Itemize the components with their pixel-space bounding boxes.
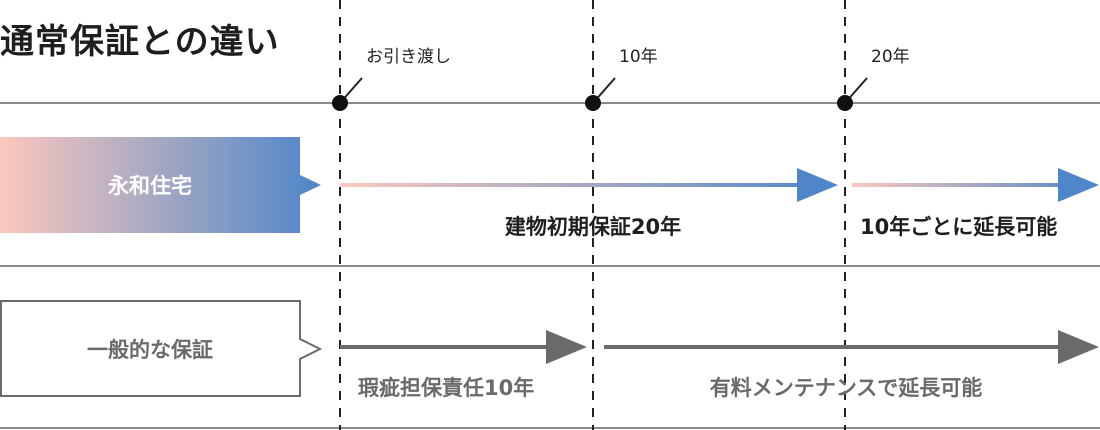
- eiwa-label-box: [0, 137, 321, 233]
- milestone-dot: [332, 95, 348, 111]
- general-label: 一般的な保証: [87, 338, 213, 362]
- page-title: 通常保証との違い: [0, 22, 280, 62]
- general-arrow-paid-head: [1058, 330, 1099, 364]
- milestone-20y: 20年: [837, 47, 910, 111]
- row-eiwa: 永和住宅 建物初期保証20年 10年ごとに延長可能: [0, 137, 1099, 239]
- eiwa-arrow-initial-head: [797, 168, 838, 202]
- eiwa-initial-warranty-label: 建物初期保証20年: [505, 215, 681, 239]
- row-general: 一般的な保証 瑕疵担保責任10年 有料メンテナンスで延長可能: [0, 300, 1099, 400]
- general-arrow-defect-head: [546, 330, 587, 364]
- milestone-label: 20年: [871, 47, 910, 67]
- milestone-10y: 10年: [585, 47, 658, 111]
- eiwa-extension-label: 10年ごとに延長可能: [860, 215, 1057, 239]
- milestone-handover: お引き渡し: [332, 47, 451, 111]
- eiwa-arrow-extension-head: [1058, 168, 1099, 202]
- milestone-dot: [837, 95, 853, 111]
- general-defect-label: 瑕疵担保責任10年: [358, 376, 534, 400]
- milestone-label: 10年: [619, 47, 658, 67]
- milestone-dot: [585, 95, 601, 111]
- eiwa-label: 永和住宅: [107, 174, 192, 198]
- general-paid-extension-label: 有料メンテナンスで延長可能: [710, 376, 983, 400]
- milestone-label: お引き渡し: [366, 47, 451, 67]
- general-label-box: [0, 300, 323, 397]
